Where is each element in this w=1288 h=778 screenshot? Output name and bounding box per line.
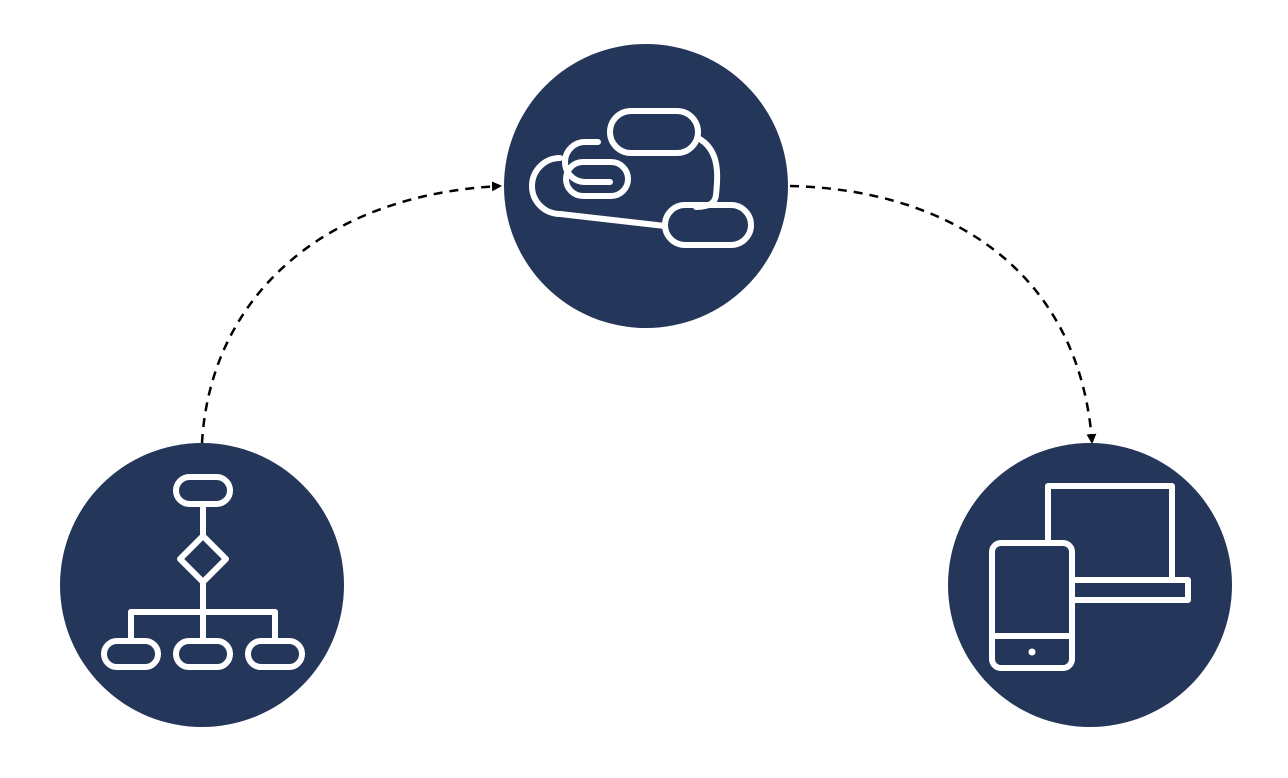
node-devices [948, 443, 1232, 727]
node-devices-circle [948, 443, 1232, 727]
flowchart-icon [101, 474, 305, 670]
connector-flowchart-to-cloud [200, 181, 502, 444]
devices-icon [989, 483, 1191, 671]
connector-cloud-to-devices [789, 184, 1097, 444]
node-cloud-process [504, 44, 788, 328]
node-flowchart [60, 443, 344, 727]
cloud-process-icon [529, 108, 754, 248]
node-cloud-circle [504, 44, 788, 328]
